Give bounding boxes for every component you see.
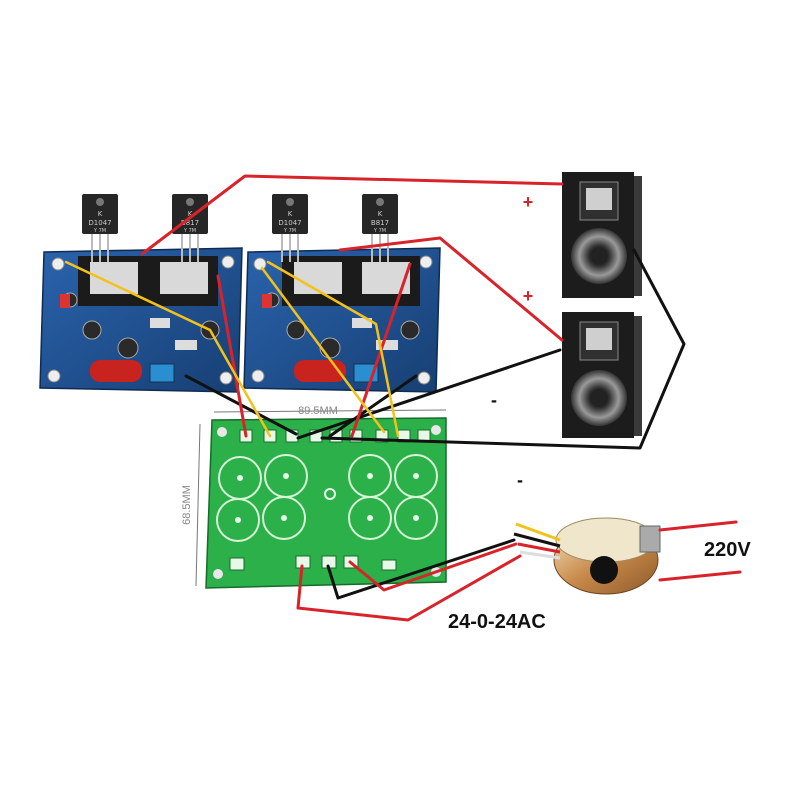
toroidal-transformer (513, 517, 661, 595)
transistor-b817-right: K B817 Y 7M (362, 194, 398, 262)
psu-height-dimension: 68.5MM (181, 423, 201, 587)
t3-part: D1047 (278, 219, 301, 227)
psu-height-label: 68.5MM (181, 485, 193, 525)
minus-label-bottom: - (517, 470, 523, 490)
plus-label-bottom: + (523, 286, 534, 306)
t1-brand: K (98, 210, 103, 218)
t3-brand: K (288, 210, 293, 218)
psu-width-label: 89.5MM (298, 405, 338, 417)
mains-voltage-label: 220V (704, 539, 751, 561)
transistor-d1047-left: K D1047 Y 7M (82, 194, 118, 262)
t3-sub: Y 7M (283, 228, 296, 234)
wires (64, 174, 742, 622)
t4-sub: Y 7M (373, 228, 386, 234)
t2-brand: K (188, 210, 193, 218)
speaker-top (562, 172, 642, 298)
t2-sub: Y 7M (183, 228, 196, 234)
speaker-bottom (562, 312, 642, 438)
t4-brand: K (378, 210, 383, 218)
minus-label-top: - (491, 390, 497, 410)
amp-board-left (39, 247, 243, 393)
transistor-d1047-right: K D1047 Y 7M (272, 194, 308, 262)
psu-board (205, 417, 447, 589)
t1-part: D1047 (88, 219, 111, 227)
plus-label-top: + (523, 192, 534, 212)
amp-board-right (243, 247, 441, 393)
transformer-output-label: 24-0-24AC (448, 611, 546, 633)
t1-sub: Y 7M (93, 228, 106, 234)
psu-width-dimension: 89.5MM (213, 405, 447, 417)
t2-part: B817 (181, 219, 199, 227)
t4-part: B817 (371, 219, 389, 227)
